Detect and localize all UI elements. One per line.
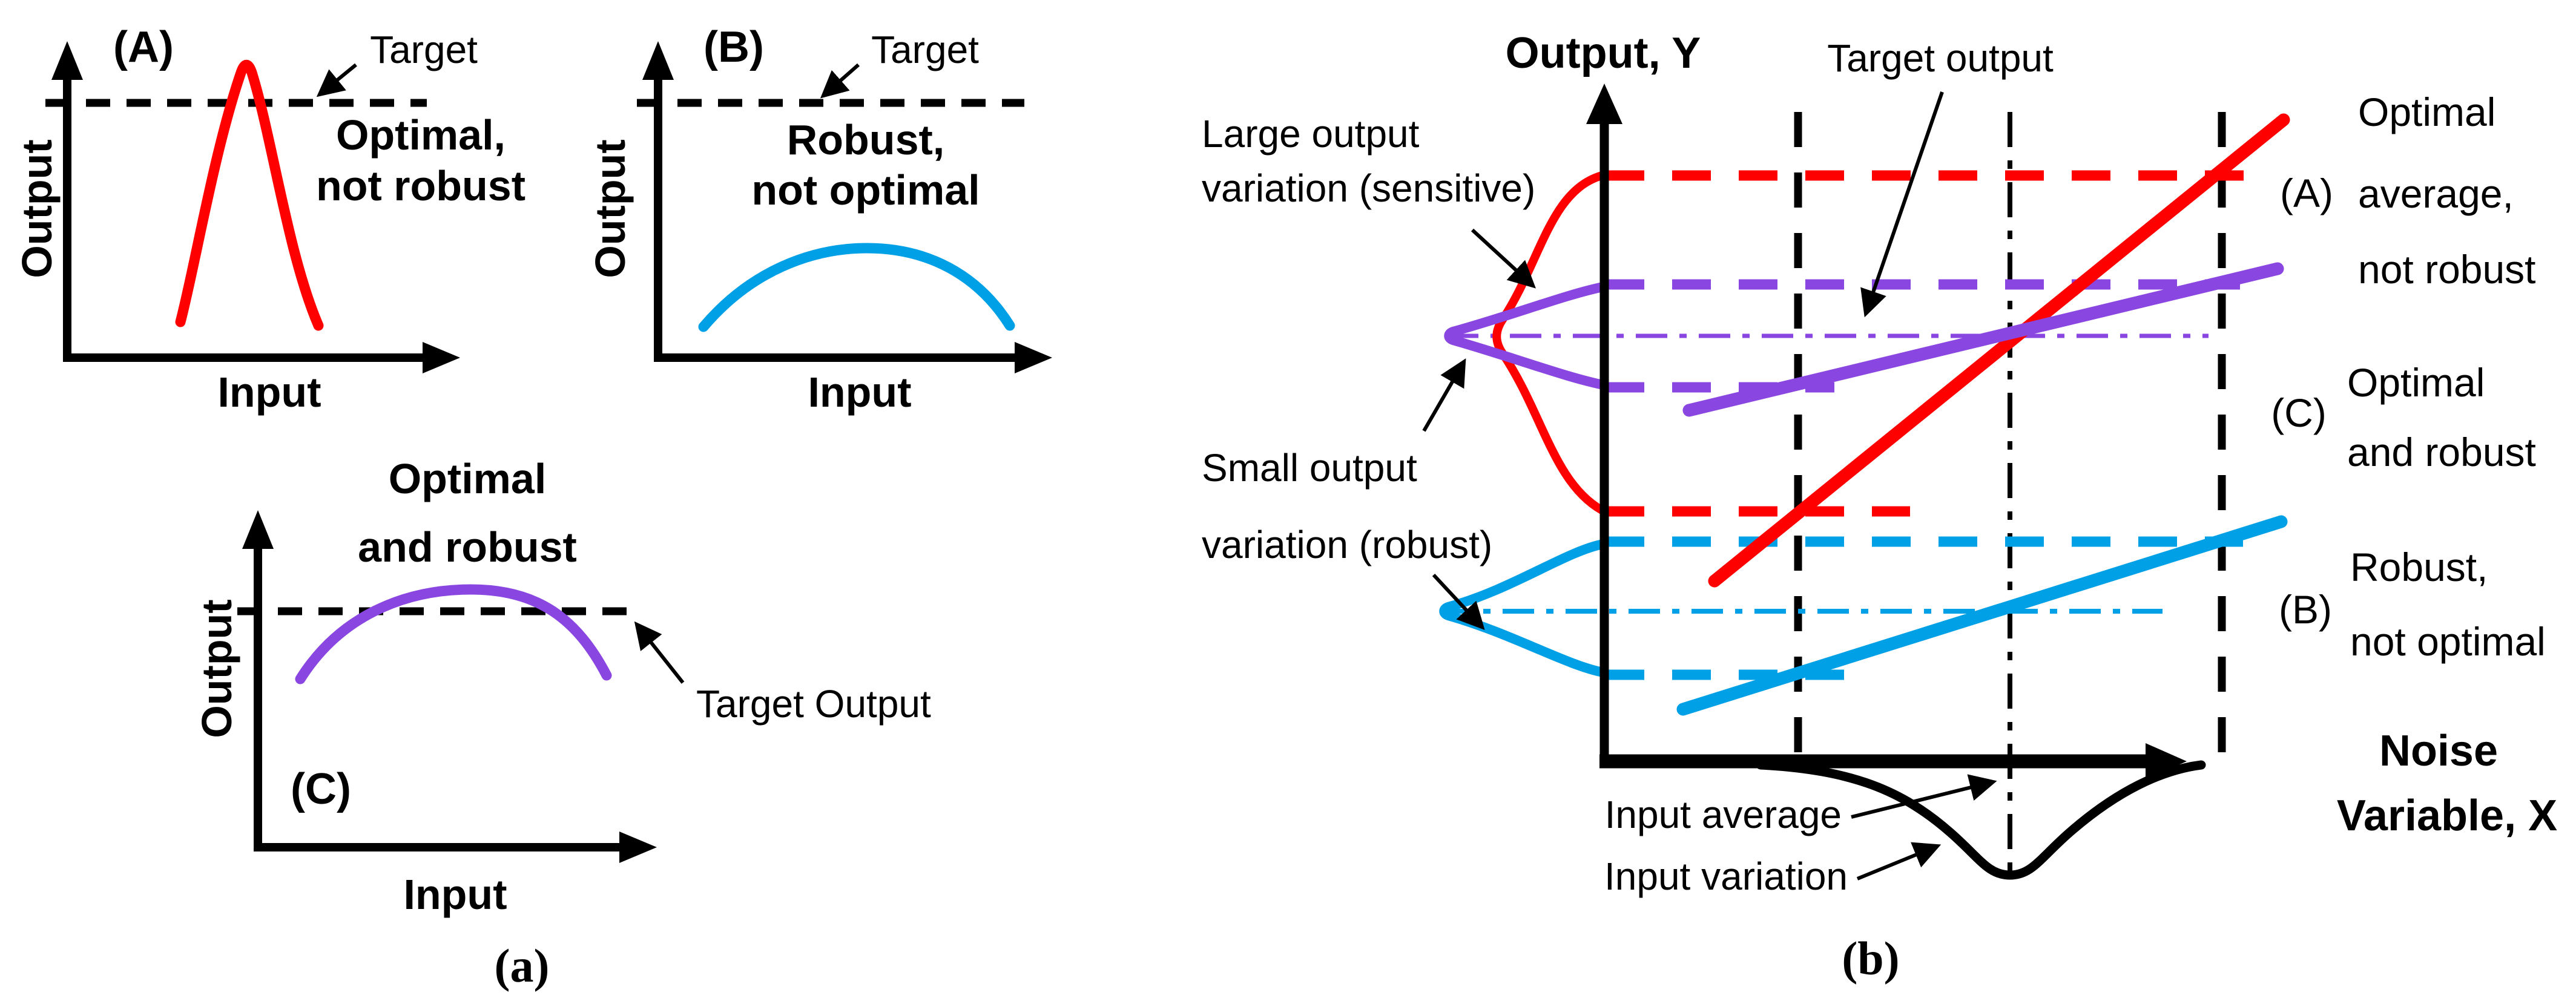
panel-d-small-variation-label-line2: variation (robust) — [1202, 523, 1492, 566]
panel-b-tag: (B) — [703, 23, 764, 71]
panel-a-x-axis-arrowhead-icon — [423, 342, 460, 373]
panel-d-line-a-steep — [1708, 113, 2290, 588]
panel-d-input-variation-arrow — [1856, 842, 1942, 881]
panel-a-note-line2: not robust — [316, 162, 525, 209]
caption-b: (b) — [1842, 932, 1899, 985]
panel-d-series-b-line1: Robust, — [2350, 545, 2488, 589]
panel-d-purple-narrow-distribution — [1444, 282, 1608, 390]
panel-a: (A) Target Optimal, not robust Output In… — [13, 23, 525, 416]
panel-c-note-line1: Optimal — [389, 455, 547, 502]
panel-b-y-axis-arrowhead-icon — [642, 41, 674, 80]
panel-d-series-b-tag: (B) — [2279, 587, 2332, 632]
panel-b-x-axis-arrowhead-icon — [1015, 342, 1052, 373]
panel-a-target-arrow — [316, 63, 357, 97]
panel-d-x-axis-arrowhead-icon — [2146, 743, 2187, 779]
panel-d-target-output-label: Target output — [1827, 36, 2054, 80]
panel-a-target-label: Target — [370, 28, 478, 71]
panel-d-series-a-line1: Optimal — [2358, 90, 2495, 134]
panel-d-cyan-narrow-distribution — [1439, 539, 1608, 677]
panel-b-target-label: Target — [871, 28, 979, 71]
panel-d-large-variation-label-line2: variation (sensitive) — [1202, 166, 1535, 210]
panel-a-note-line1: Optimal, — [336, 111, 506, 159]
panel-d-large-variation-label-line1: Large output — [1202, 112, 1420, 156]
panel-d-series-c-tag: (C) — [2271, 390, 2327, 435]
panel-a-y-axis-label: Output — [13, 139, 61, 278]
panel-d-series-c-line2: and robust — [2347, 430, 2536, 474]
panel-d-x-axis-label-line1: Noise — [2379, 727, 2498, 775]
panel-d-line-c-shallow — [1682, 262, 2284, 417]
panel-d-series-a-line3: not robust — [2358, 247, 2536, 292]
panel-c-tag: (C) — [291, 765, 351, 813]
panel-d-series-c-line1: Optimal — [2347, 360, 2485, 405]
panel-d: Output, Y Target output Large output var… — [1202, 29, 2557, 898]
panel-c-target-label: Target Output — [696, 682, 931, 726]
panel-d-series-a-line2: average, — [2358, 171, 2514, 216]
panel-d-small-variation-arrow-purple — [1422, 358, 1466, 432]
panel-d-target-output-arrow — [1860, 91, 1944, 318]
panel-d-small-variation-label-line1: Small output — [1202, 446, 1417, 490]
panel-c-target-arrow — [634, 621, 685, 684]
panel-d-red-wide-distribution — [1492, 171, 1606, 514]
panel-d-y-axis-arrowhead-icon — [1586, 84, 1622, 124]
panel-b-note-line1: Robust, — [787, 116, 945, 163]
panel-c-x-axis-arrowhead-icon — [619, 832, 657, 863]
panel-a-x-axis-label: Input — [217, 369, 321, 416]
panel-d-x-axis-label-line2: Variable, X — [2337, 792, 2557, 840]
panel-d-large-variation-arrow — [1471, 228, 1536, 289]
panel-b-x-axis-label: Input — [808, 369, 911, 416]
panel-d-series-b-line2: not optimal — [2350, 619, 2546, 664]
panel-b-y-axis-label: Output — [587, 139, 634, 278]
panel-c-x-axis-label: Input — [403, 871, 507, 918]
panel-c-y-axis-label: Output — [193, 599, 240, 738]
panel-d-small-variation-arrow-cyan — [1432, 573, 1485, 630]
panel-c-y-axis-arrowhead-icon — [242, 510, 274, 549]
panel-b-target-arrow — [820, 63, 860, 99]
panel-d-input-average-arrow — [1851, 774, 1997, 819]
panel-d-y-axis-label: Output, Y — [1506, 29, 1701, 77]
panel-d-input-average-label: Input average — [1605, 793, 1842, 836]
caption-a: (a) — [495, 939, 550, 992]
panel-c: Optimal and robust (C) Target Output Out… — [193, 455, 931, 918]
panel-b-flat-curve — [698, 243, 1015, 332]
panel-b: (B) Target Robust, not optimal Output In… — [587, 23, 1052, 416]
panel-a-y-axis-arrowhead-icon — [51, 41, 83, 80]
panel-d-line-b-shallow-low — [1676, 515, 2288, 716]
panel-a-tag: (A) — [113, 23, 174, 71]
panel-c-flat-curve — [295, 584, 612, 684]
panel-c-note-line2: and robust — [358, 523, 577, 571]
panel-d-input-variation-label: Input variation — [1604, 855, 1848, 898]
panel-d-series-a-tag: (A) — [2280, 171, 2333, 215]
panel-a-sharp-peak-curve — [175, 59, 324, 331]
panel-d-input-distribution — [1756, 760, 2206, 880]
panel-b-note-line2: not optimal — [751, 166, 980, 214]
